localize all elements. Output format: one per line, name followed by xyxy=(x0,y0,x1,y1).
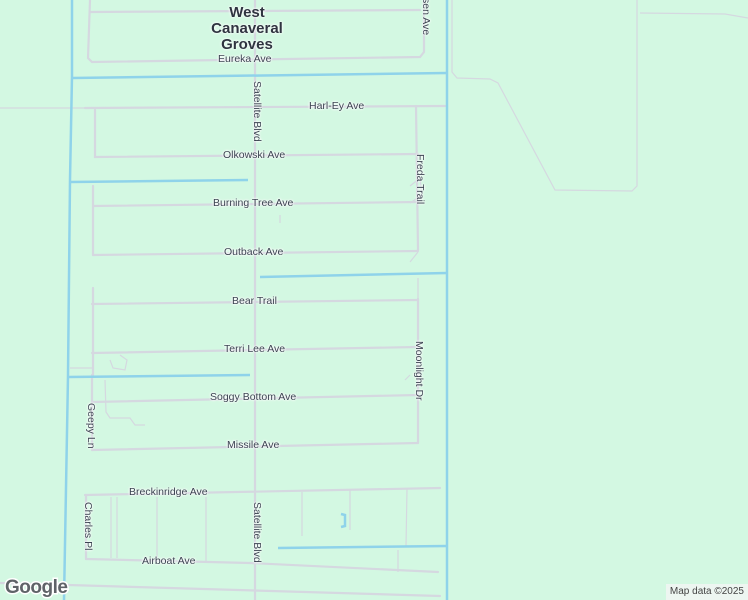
street-label-burning-tree-ave: Burning Tree Ave xyxy=(213,197,294,209)
street-label-soggy-bottom-ave: Soggy Bottom Ave xyxy=(210,391,297,403)
street-label-bear-trail: Bear Trail xyxy=(232,295,277,307)
street-label-harley-ave: Harl-Ey Ave xyxy=(309,100,365,112)
street-label-olkowski-ave: Olkowski Ave xyxy=(223,149,286,161)
street-label-freda-trail: Freda Trail xyxy=(414,154,426,205)
map-attribution[interactable]: Map data ©2025 xyxy=(665,584,748,600)
street-label-moonlight-dr: Moonlight Dr xyxy=(413,341,425,401)
place-line-2: Canaveral xyxy=(211,20,283,37)
street-label-sen-ave: sen Ave xyxy=(420,0,432,36)
street-label-missile-ave: Missile Ave xyxy=(227,439,280,451)
place-line-1: West xyxy=(229,4,265,21)
street-label-airboat-ave: Airboat Ave xyxy=(142,555,196,567)
street-label-satellite-blvd-north: Satellite Blvd xyxy=(251,81,263,142)
street-label-geepy-ln: Geepy Ln xyxy=(85,403,97,449)
google-logo[interactable]: Google xyxy=(3,576,69,600)
street-label-terri-lee-ave: Terri Lee Ave xyxy=(224,343,286,355)
street-label-satellite-blvd-south: Satellite Blvd xyxy=(251,502,263,563)
street-label-outback-ave: Outback Ave xyxy=(224,246,284,258)
place-label-west-canaveral-groves: West Canaveral Groves xyxy=(187,5,307,53)
street-label-breckinridge-ave: Breckinridge Ave xyxy=(129,486,208,498)
place-line-3: Groves xyxy=(221,36,273,53)
street-label-eureka-ave: Eureka Ave xyxy=(218,53,272,65)
street-label-charles-pl: Charles Pl xyxy=(82,502,94,551)
